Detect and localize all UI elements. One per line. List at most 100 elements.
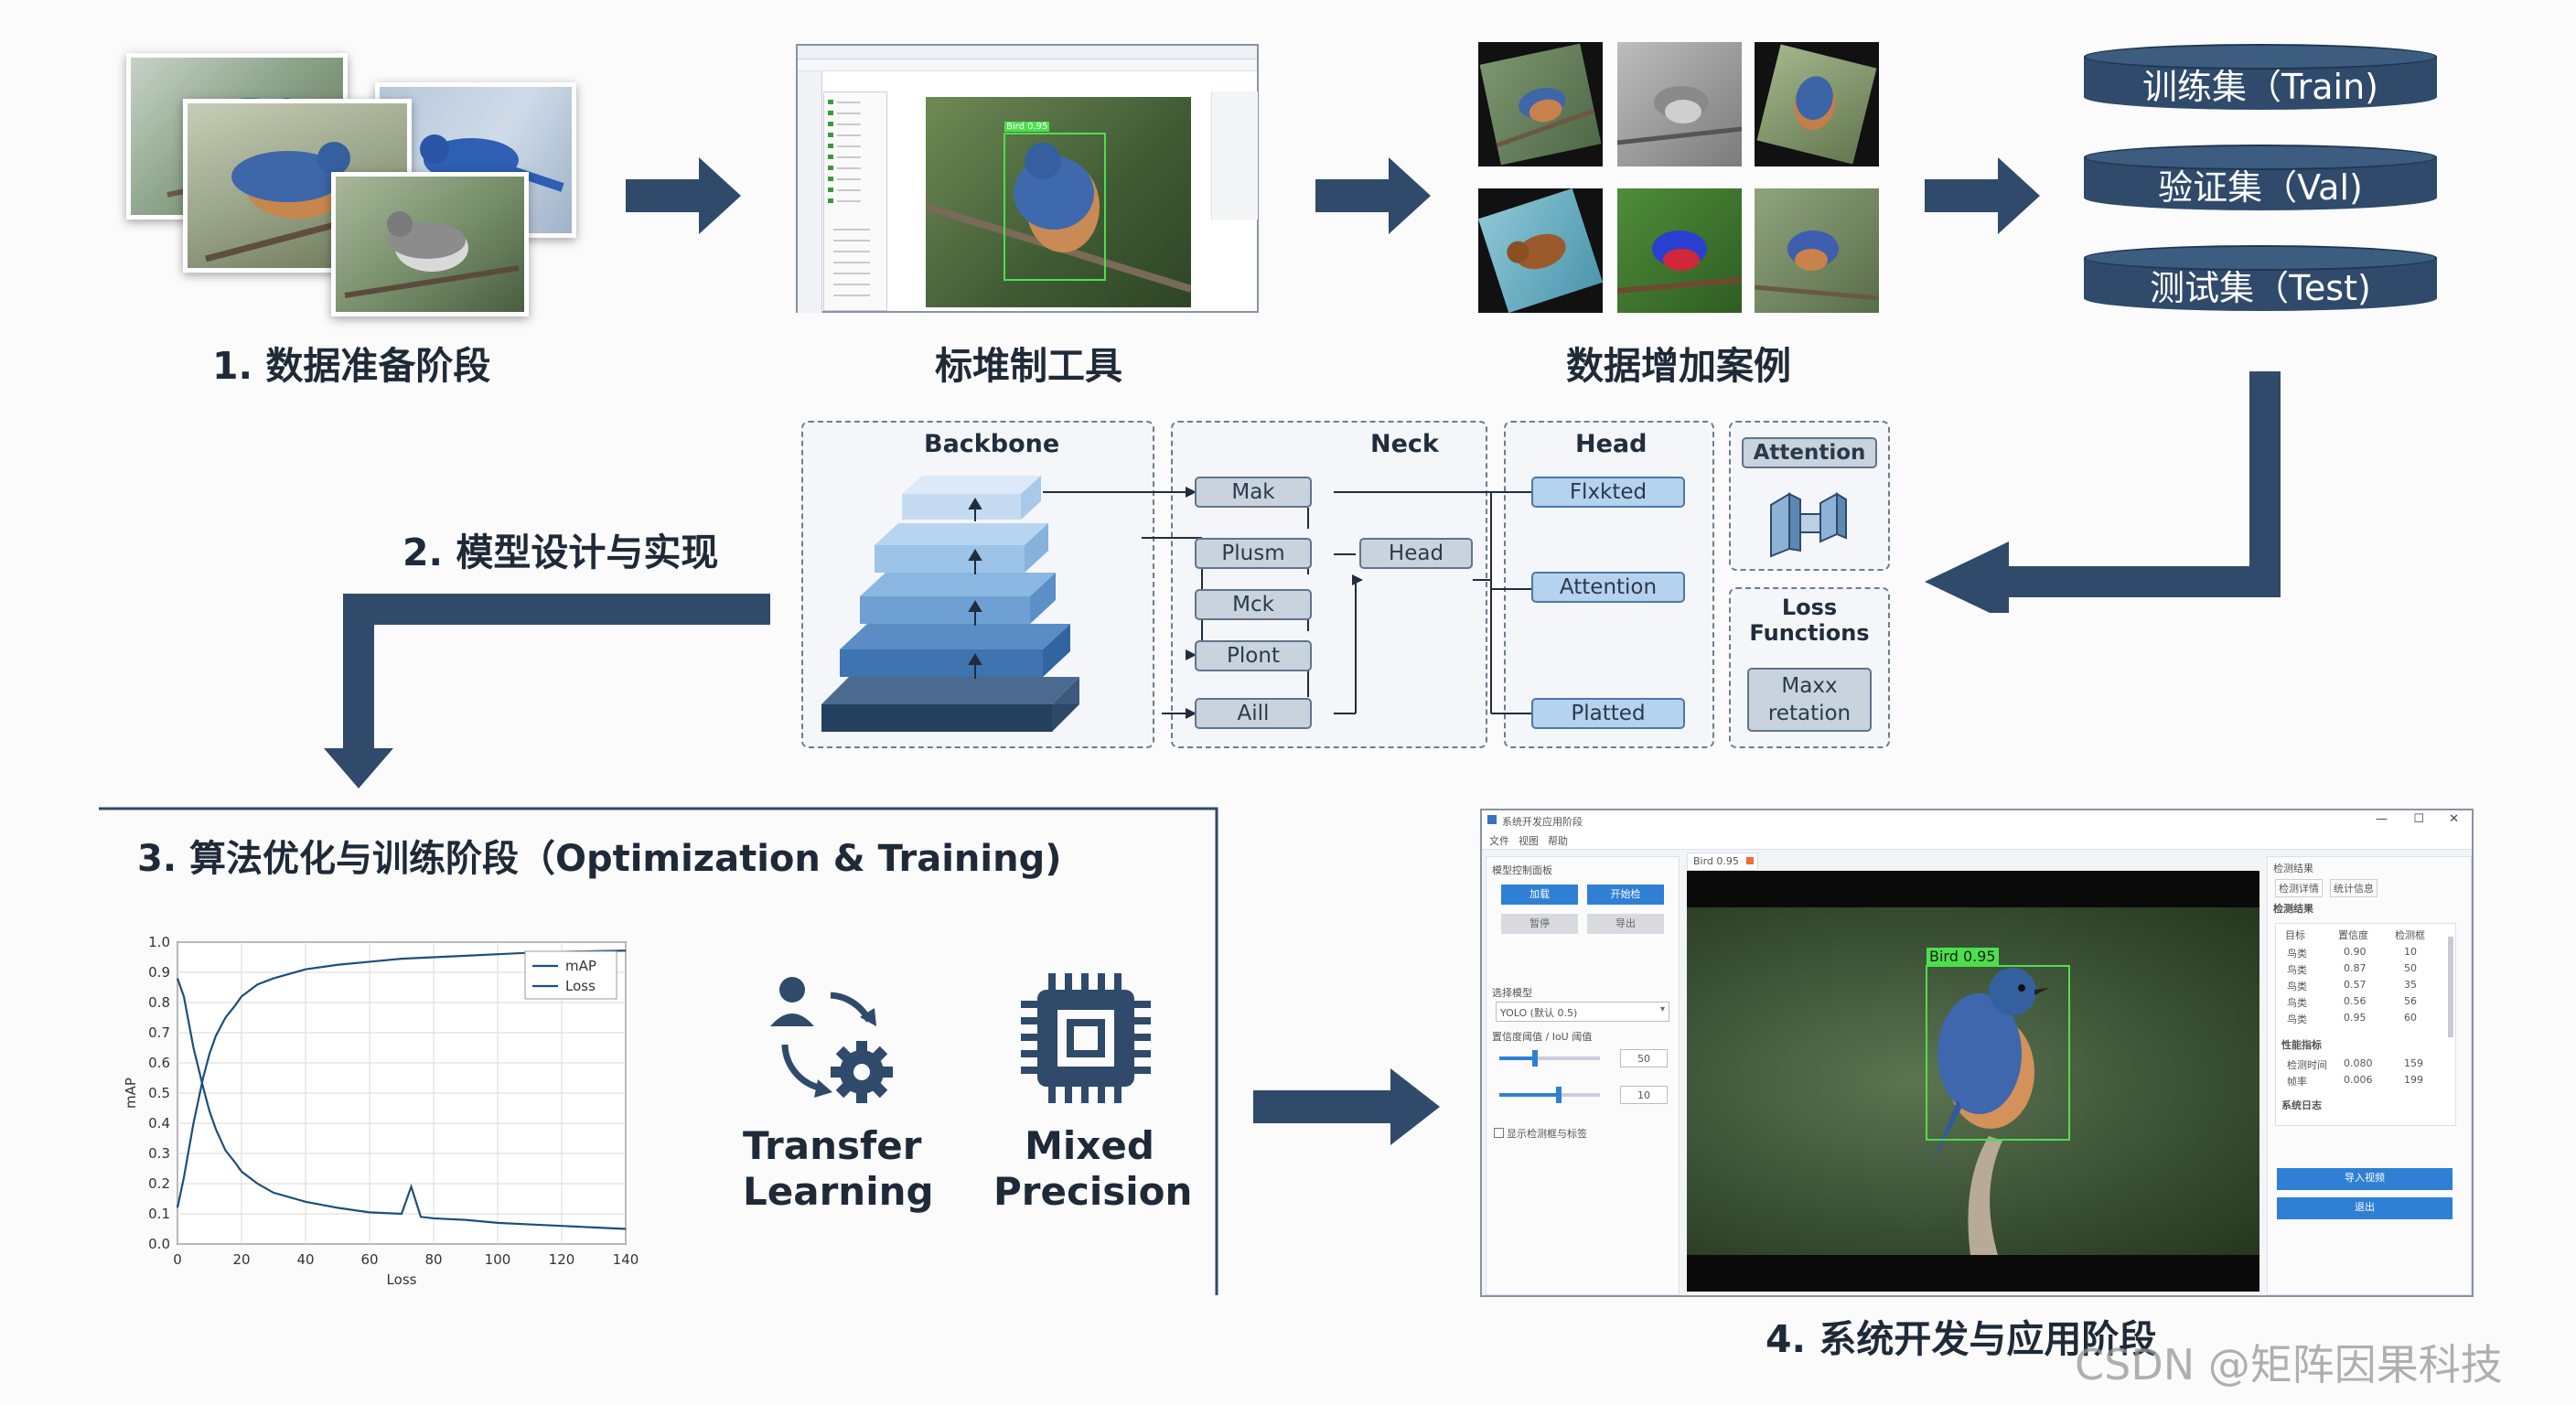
table-row-2-conf: 0.57: [2344, 979, 2367, 991]
start-detect-button[interactable]: 开始检: [1587, 885, 1664, 905]
y-tick-label-6: 0.6: [148, 1055, 170, 1071]
backbone-layer-4: [840, 624, 1070, 677]
val-set-cylinder: 验证集（Val): [2084, 145, 2437, 210]
head-node-platted: Platted: [1531, 698, 1685, 729]
model-select-value: YOLO (默认 0.5): [1500, 1007, 1578, 1019]
confidence-input[interactable]: 50: [1620, 1049, 1668, 1067]
series-line-loss: [176, 978, 627, 1230]
neck-title: Neck: [1370, 430, 1439, 458]
menu-view[interactable]: 视图: [1519, 835, 1539, 847]
tab-close-icon[interactable]: [1746, 857, 1754, 864]
image-tab[interactable]: Bird 0.95: [1687, 853, 1758, 871]
mixed-precision-label: Mixed Precision: [993, 1123, 1193, 1214]
model-select-label: 选择模型: [1492, 987, 1532, 999]
image-tab-label: Bird 0.95: [1693, 855, 1739, 867]
show-boxes-label: 显示检测框与标签: [1507, 1128, 1587, 1140]
table-row-0-conf: 0.90: [2344, 946, 2367, 958]
import-video-button[interactable]: 导入视频: [2277, 1168, 2453, 1190]
head-node-flxkted: Flxkted: [1531, 477, 1685, 508]
y-tick-label-8: 0.8: [148, 994, 170, 1011]
flow-arrow-3: [1925, 157, 2040, 234]
y-tick-label-5: 0.5: [148, 1085, 170, 1101]
legend-box: [524, 950, 617, 1000]
detection-label: Bird 0.95: [1927, 948, 1999, 965]
annotation-tool-window: Bird 0.95: [796, 44, 1259, 313]
annotation-detection-label: Bird 0.95: [1004, 122, 1050, 132]
iou-slider[interactable]: [1499, 1087, 1600, 1103]
y-tick-label-9: 0.9: [148, 964, 170, 981]
train-set-cylinder: 训练集（Train): [2084, 44, 2437, 110]
minimize-icon[interactable]: —: [2376, 812, 2388, 826]
table-row-0-box: 10: [2404, 946, 2417, 958]
menu-file[interactable]: 文件: [1489, 835, 1509, 847]
x-tick-label-6: 120: [549, 1251, 575, 1268]
load-button[interactable]: 加载: [1501, 885, 1578, 905]
flow-arrow-datasets-to-model: [1925, 371, 2281, 613]
stage3-label: 3. 算法优化与训练阶段（Optimization & Training): [137, 838, 1062, 880]
table-header-target: 目标: [2285, 929, 2305, 941]
bird-photo-gray: [331, 172, 529, 316]
backbone-layer-2: [875, 523, 1048, 573]
head-title: Head: [1575, 430, 1648, 458]
loss-functions-title: Loss Functions: [1749, 595, 1870, 646]
neck-node-plusm: Plusm: [1195, 538, 1312, 569]
x-tick-label-1: 20: [232, 1251, 250, 1268]
pause-button[interactable]: 暂停: [1501, 914, 1578, 934]
perf-row-1-v2: 199: [2404, 1074, 2423, 1086]
table-row-4-target: 鸟类: [2287, 1014, 2307, 1025]
chevron-down-icon: ▾: [1659, 1004, 1665, 1014]
results-section-title: 检测结果: [2273, 903, 2313, 915]
exit-button[interactable]: 退出: [2277, 1197, 2453, 1219]
legend-label-loss: Loss: [565, 978, 596, 994]
results-panel: 检测结果 检测详情 统计信息 检测结果 目标 置信度 检测框 鸟类 0.90 1…: [2267, 856, 2472, 1295]
attention-module-icon: [1770, 492, 1847, 558]
table-header-box: 检测框: [2395, 929, 2425, 941]
model-select[interactable]: YOLO (默认 0.5) ▾: [1496, 1002, 1669, 1022]
stage4-label: 4. 系统开发与应用阶段: [1766, 1317, 2157, 1361]
results-panel-title: 检测结果: [2273, 863, 2313, 874]
menu-help[interactable]: 帮助: [1548, 835, 1568, 847]
table-row-4-conf: 0.95: [2344, 1012, 2367, 1024]
app-icon: [1487, 815, 1497, 824]
perf-row-1-v1: 0.006: [2344, 1074, 2373, 1086]
show-boxes-checkbox[interactable]: [1494, 1128, 1504, 1138]
perf-section-title: 性能指标: [2281, 1039, 2322, 1051]
mixed-precision-icon: [1021, 973, 1151, 1103]
stage1-label: 1. 数据准备阶段: [212, 344, 491, 388]
watermark: CSDN @矩阵因果科技: [2075, 1340, 2503, 1389]
neck-node-mck: Mck: [1195, 589, 1312, 620]
flow-arrow-2: [1315, 157, 1431, 234]
y-tick-label-0: 0.0: [148, 1236, 170, 1252]
control-panel-title: 模型控制面板: [1492, 864, 1552, 876]
backbone-title: Backbone: [924, 430, 1060, 458]
backbone-layer-1: [902, 476, 1041, 520]
tab-detect-details[interactable]: 检测详情: [2275, 879, 2323, 897]
close-icon[interactable]: ✕: [2449, 812, 2459, 826]
y-tick-label-3: 0.3: [148, 1145, 170, 1162]
results-scrollbar[interactable]: [2448, 937, 2453, 1037]
neck-node-mak: Mak: [1195, 477, 1312, 508]
table-header-confidence: 置信度: [2338, 929, 2368, 941]
attention-title: Attention: [1742, 437, 1877, 468]
y-tick-label-1: 0.1: [148, 1206, 170, 1222]
backbone-layer-5: [821, 677, 1079, 732]
x-tick-label-4: 80: [424, 1251, 442, 1268]
confidence-slider[interactable]: [1499, 1050, 1600, 1067]
y-tick-label-2: 0.2: [148, 1175, 170, 1192]
transfer-learning-icon: [770, 977, 893, 1103]
transfer-learning-label: Transfer Learning: [743, 1123, 934, 1214]
legend-label-map: mAP: [565, 958, 596, 974]
augmentation-grid: [1477, 42, 1881, 316]
app-window: 系统开发应用阶段 — ☐ ✕ 文件 视图 帮助 模型控制面板 加载 开始检 暂停…: [1480, 809, 2474, 1297]
table-row-3-conf: 0.56: [2344, 995, 2367, 1007]
control-panel: 模型控制面板 加载 开始检 暂停 导出 选择模型 YOLO (默认 0.5) ▾…: [1486, 856, 1680, 1295]
y-tick-label-4: 0.4: [148, 1115, 170, 1132]
stage3-frame: [99, 807, 1218, 1295]
export-button[interactable]: 导出: [1587, 914, 1664, 934]
x-tick-label-5: 100: [485, 1251, 511, 1268]
maximize-icon[interactable]: ☐: [2413, 812, 2424, 826]
table-row-1-box: 50: [2404, 962, 2417, 974]
y-tick-label-7: 0.7: [148, 1024, 170, 1041]
tab-statistics[interactable]: 统计信息: [2330, 879, 2377, 897]
iou-input[interactable]: 10: [1620, 1086, 1668, 1104]
